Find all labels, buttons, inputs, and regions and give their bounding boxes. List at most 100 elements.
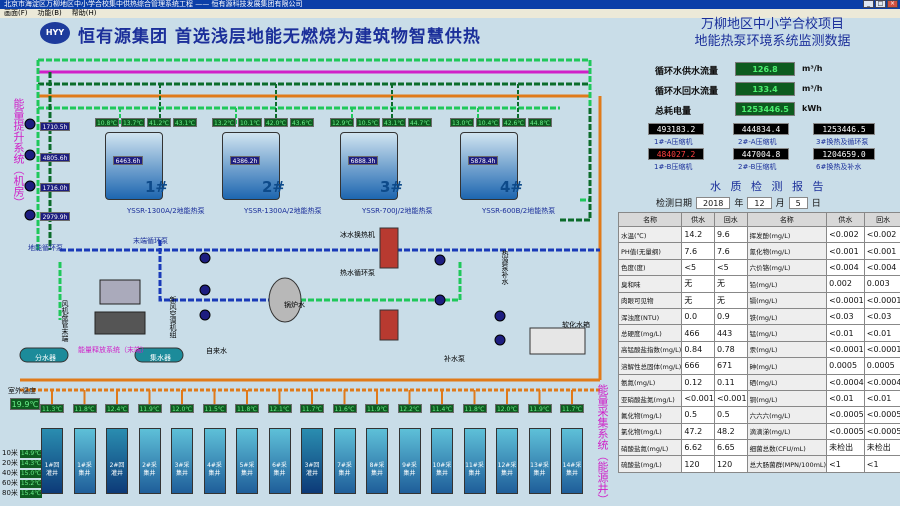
- power-label: 总耗电量: [655, 107, 692, 117]
- recharge-well[interactable]: [106, 428, 128, 494]
- well-temperature: 11.4℃: [430, 404, 454, 413]
- supply-flow-value: 126.8: [735, 62, 795, 76]
- collection-well[interactable]: [236, 428, 258, 494]
- tap-water-label: 自来水: [206, 347, 227, 355]
- menu-item-screen[interactable]: 画面(F): [4, 9, 28, 17]
- close-button[interactable]: ×: [887, 0, 898, 8]
- table-cell-value: <0.0004: [863, 373, 900, 391]
- table-cell-value: 0.5: [713, 406, 748, 424]
- unit-temperature: 10.5℃: [356, 118, 380, 127]
- year-field[interactable]: 2018: [696, 196, 731, 209]
- heat-pump-unit[interactable]: [340, 132, 398, 200]
- well-temperature: 11.6℃: [332, 404, 357, 413]
- energy-lift-label: 能量提升系统（机房）: [12, 98, 25, 208]
- table-cell-name: 硒(mg/L): [746, 373, 828, 391]
- return-flow-label: 循环水回水流量: [655, 87, 719, 97]
- fresh-air-label: 新风空调机组: [169, 296, 177, 338]
- table-cell-value: <0.0001: [863, 291, 900, 309]
- table-cell-value: <0.001: [713, 389, 748, 408]
- depth-temperature: 15.0℃: [19, 470, 42, 478]
- collection-well[interactable]: [268, 428, 291, 494]
- table-cell-value: 0.002: [826, 275, 865, 293]
- table-cell-value: 666: [681, 357, 715, 375]
- return-flow-unit: m³/h: [802, 84, 823, 93]
- month-field[interactable]: 12: [747, 196, 772, 209]
- heat-pump-unit[interactable]: [460, 132, 518, 200]
- table-cell-name: 氨氮(mg/L): [617, 373, 683, 391]
- table-cell-value: <0.001: [681, 389, 715, 408]
- table-cell-value: <0.002: [863, 225, 900, 244]
- recharge-well[interactable]: [41, 428, 63, 494]
- table-cell-name: 肉眼可见物: [617, 291, 683, 309]
- table-cell-name: 浑浊度(NTU): [617, 307, 683, 326]
- heat-pump-unit[interactable]: [105, 132, 163, 200]
- collection-well[interactable]: [398, 428, 421, 494]
- supply-flow-row: 循环水供水流量 126.8 m³/h: [650, 62, 860, 77]
- table-cell-value: <0.001: [826, 242, 865, 260]
- radiant-floor-panel: [94, 311, 146, 335]
- collection-well[interactable]: [561, 428, 583, 494]
- collection-well[interactable]: [528, 428, 551, 494]
- column-header: 名称: [746, 212, 828, 227]
- collection-well[interactable]: [333, 428, 356, 494]
- recharge-well[interactable]: [301, 428, 323, 494]
- collector-tank: [19, 347, 69, 363]
- day-field[interactable]: 5: [788, 196, 808, 209]
- collection-well[interactable]: [73, 428, 96, 494]
- well-temperature: 12.0℃: [495, 404, 519, 413]
- geo-pump-label: 地能循环泵: [28, 244, 63, 252]
- collection-well[interactable]: [463, 428, 486, 494]
- table-cell-value: 0.11: [713, 373, 748, 391]
- depth-temperature: 15.2℃: [19, 480, 42, 488]
- table-cell-name: 锰(mg/L): [746, 324, 828, 342]
- table-cell-value: <0.0001: [863, 340, 900, 359]
- well-temperature: 11.9℃: [527, 404, 552, 413]
- pump-runtime: 1710.5h: [40, 122, 70, 131]
- table-cell-name: 氰化物(mg/L): [746, 242, 828, 260]
- maximize-button[interactable]: □: [875, 0, 886, 8]
- menu-item-function[interactable]: 功能(B): [37, 9, 62, 17]
- table-cell-value: 120: [681, 455, 715, 473]
- table-cell-value: 0.78: [713, 340, 748, 359]
- menu-item-help[interactable]: 帮助(H): [71, 9, 97, 17]
- minimize-button[interactable]: _: [863, 0, 874, 8]
- collection-well[interactable]: [431, 428, 453, 494]
- pump-runtime: 1716.0h: [40, 183, 70, 192]
- unit-model-label: YSSR-1300A/2地能热泵: [244, 207, 322, 215]
- column-header: 供水: [681, 212, 715, 227]
- table-cell-name: 色度(度): [617, 258, 683, 277]
- collection-well[interactable]: [138, 428, 161, 494]
- unit-number: 2#: [262, 178, 286, 196]
- table-cell-name: 六六六(mg/L): [746, 406, 828, 424]
- unit-temperature: 10.4℃: [476, 118, 500, 127]
- table-cell-value: 443: [713, 324, 748, 342]
- unit-model-label: YSSR-700J/2地能热泵: [362, 207, 433, 215]
- table-cell-value: <0.03: [826, 307, 865, 326]
- fan-coil-label: 风机盘管末端: [61, 300, 69, 342]
- collection-well[interactable]: [171, 428, 193, 494]
- fan-coil-unit: [99, 279, 141, 305]
- project-title-line-2: 地能热泵环境系统监测数据: [694, 34, 851, 49]
- meter-label: 3#换热及循环泵: [816, 138, 869, 146]
- table-cell-value: <0.01: [863, 324, 900, 342]
- table-cell-name: 亚硝酸盐氮(mg/L): [617, 389, 683, 408]
- table-cell-value: 6.62: [681, 439, 715, 457]
- unit-temperature: 44.8℃: [528, 118, 552, 127]
- collection-well[interactable]: [366, 428, 388, 494]
- well-name: 5#采集井: [239, 462, 255, 477]
- water-quality-title: 水 质 检 测 报 告: [710, 180, 827, 193]
- table-cell-name: 砷(mg/L): [746, 357, 828, 375]
- heat-exchanger-red: [379, 227, 399, 269]
- table-cell-name: PH值(无量纲): [617, 242, 683, 260]
- collection-well[interactable]: [496, 428, 518, 494]
- table-cell-value: <5: [681, 258, 715, 277]
- heat-pump-unit[interactable]: [222, 132, 280, 200]
- table-cell-name: 硫酸盐(mg/L): [617, 455, 683, 473]
- pump-icon: [434, 294, 446, 306]
- project-title-line-1: 万柳地区中小学合校项目: [700, 17, 844, 32]
- table-cell-value: 0.9: [713, 307, 748, 326]
- table-cell-name: 汞(mg/L): [746, 340, 828, 359]
- table-cell-value: <0.002: [826, 225, 865, 244]
- collection-well[interactable]: [203, 428, 226, 494]
